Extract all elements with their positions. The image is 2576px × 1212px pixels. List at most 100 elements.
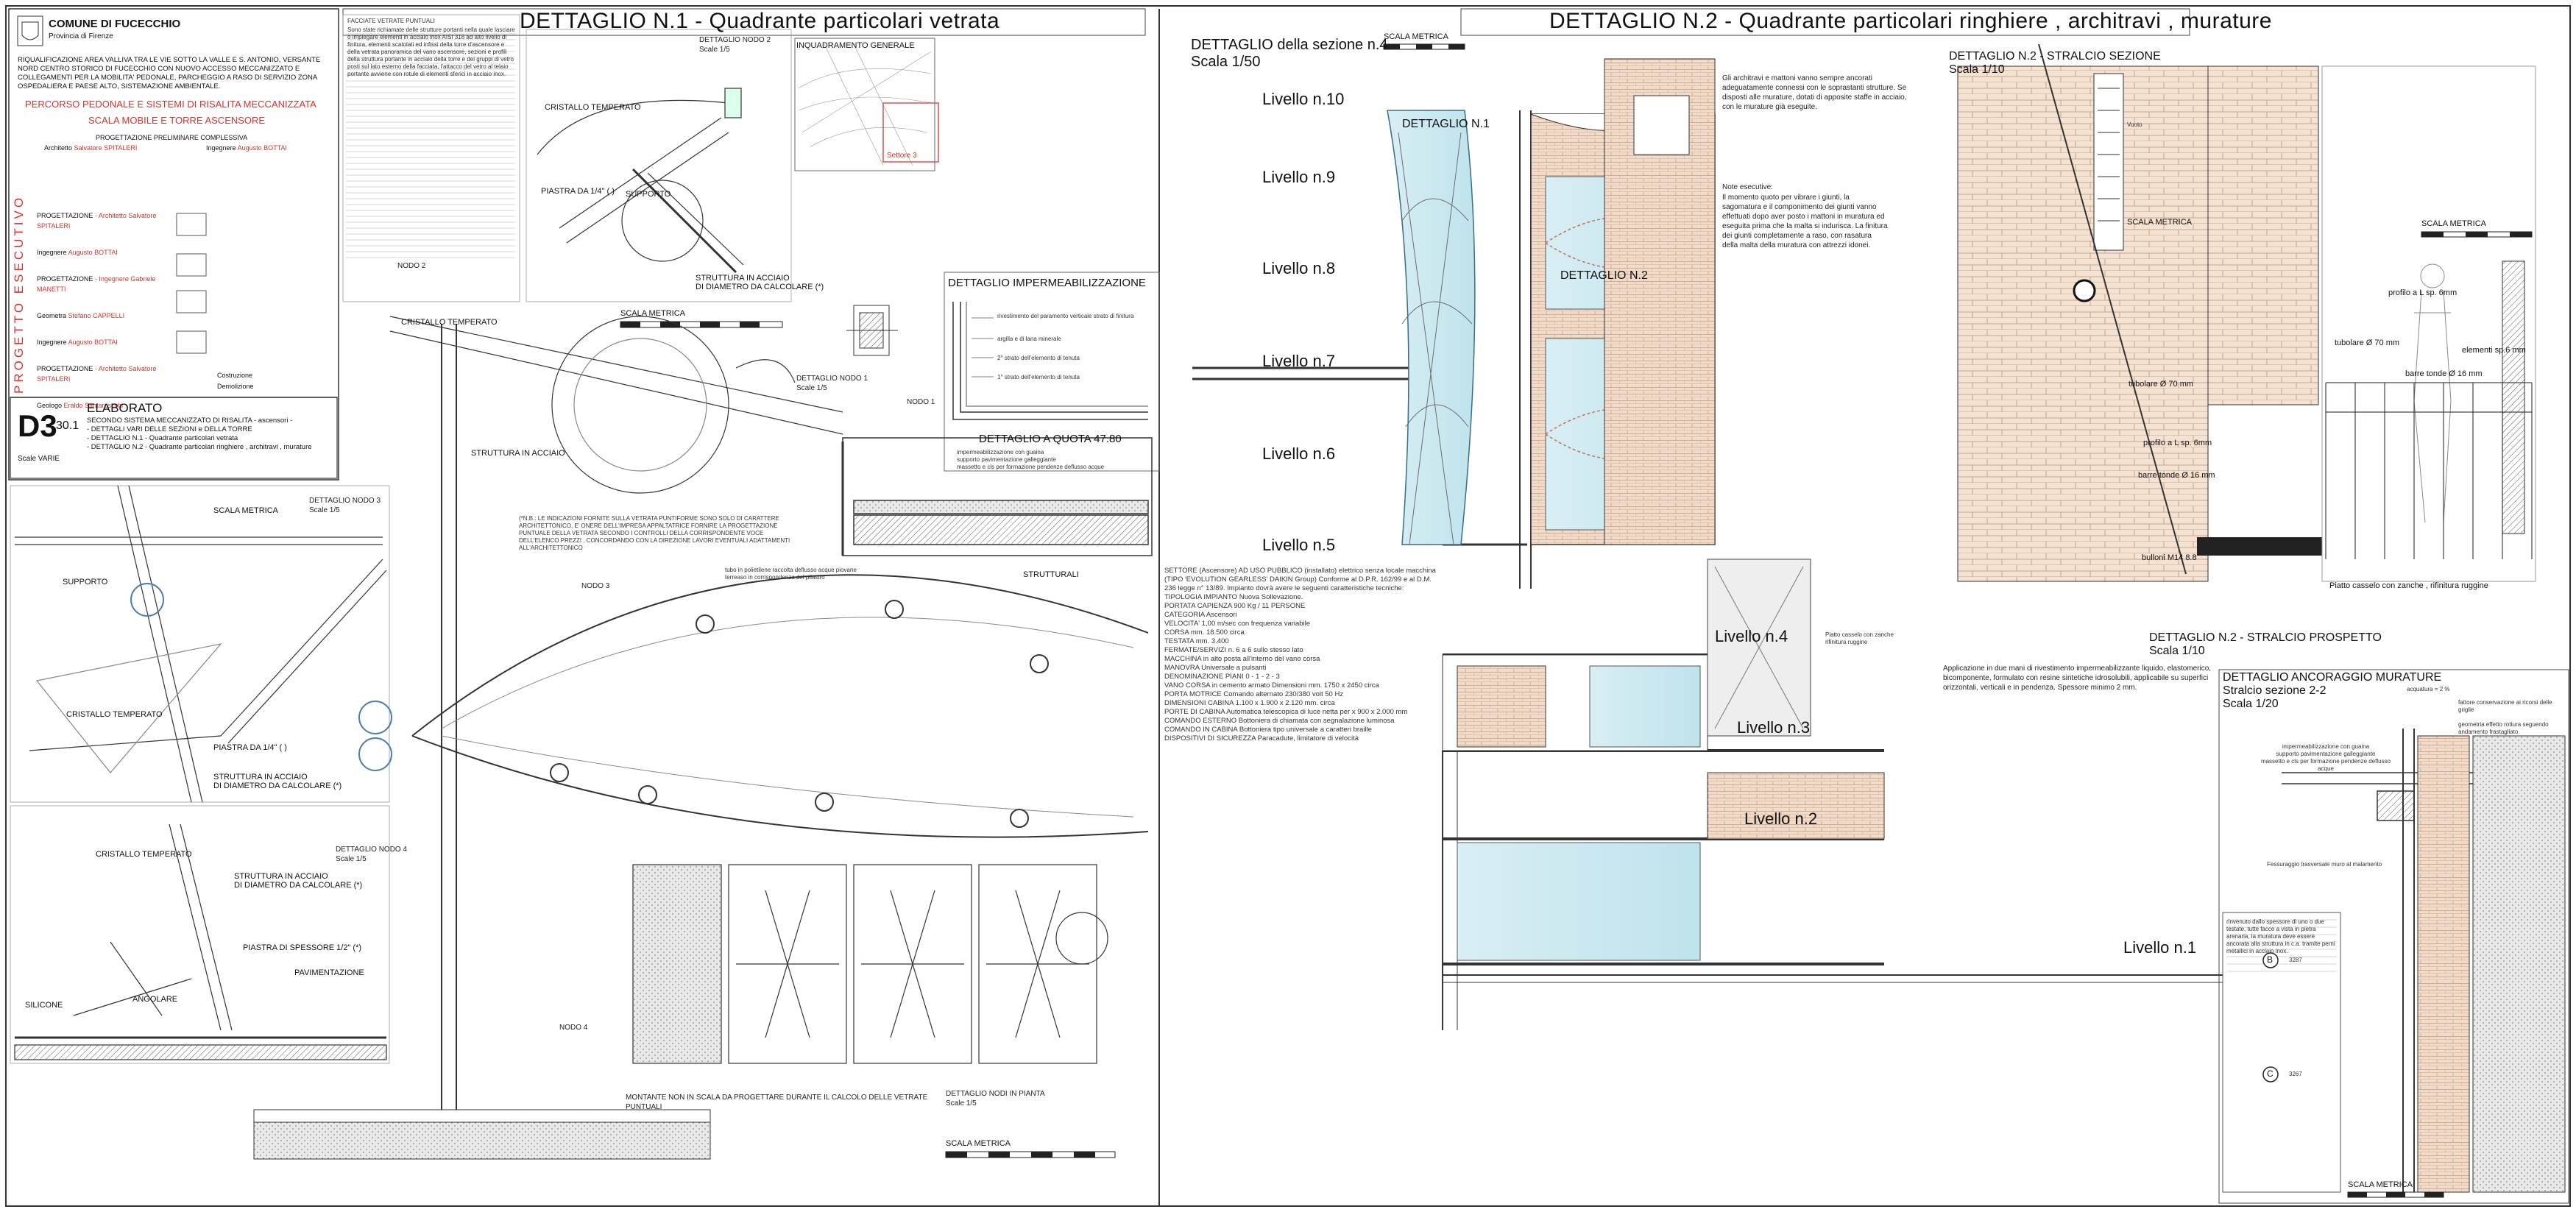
imperm-label-3: 1° strato dell'elemento di tenuta <box>997 374 1080 380</box>
label-acquatura: acquatura = 2 % <box>2407 686 2450 692</box>
label-piatto-2: Piatto casselo con zanche rifinitura rug… <box>1825 631 1894 645</box>
nodi-pianta-label: DETTAGLIO NODI IN PIANTA Scale 1/5 <box>946 1090 1045 1108</box>
role-0: PROGETTAZIONE · Architetto Salvatore SPI… <box>37 212 157 230</box>
settore-label: Settore 3 <box>887 152 917 160</box>
label-piatto: Piatto casselo con zanche , rifinitura r… <box>2329 581 2488 590</box>
nodo2-tag: NODO 2 <box>397 262 426 270</box>
label-struttura-acciaio: STRUTTURA IN ACCIAIO <box>471 449 565 458</box>
nodo3-tag: NODO 3 <box>581 582 610 590</box>
detail-nodo3-label: DETTAGLIO NODO 3 Scale 1/5 <box>309 497 381 514</box>
scala-metrica-4: SCALA METRICA <box>1384 32 1449 41</box>
level-8: Livello n.8 <box>1262 259 1336 277</box>
level-6: Livello n.6 <box>1262 444 1336 463</box>
detail-nodo2-label: DETTAGLIO NODO 2 Scale 1/5 <box>699 36 771 54</box>
label-struttura-3: STRUTTURA IN ACCIAIO DI DIAMETRO DA CALC… <box>234 872 363 890</box>
tubo-note: tubo in polietilene raccolta deflusso ac… <box>725 567 857 581</box>
label-cristallo-3: CRISTALLO TEMPERATO <box>66 710 163 719</box>
detail-nodo4-label: DETTAGLIO NODO 4 Scale 1/5 <box>336 846 408 863</box>
ancoraggio-title: DETTAGLIO ANCORAGGIO MURATURE Stralcio s… <box>2223 671 2442 710</box>
stralcio-sezione-title: DETTAGLIO N.2 - STRALCIO SEZIONE Scala 1… <box>1949 50 2161 76</box>
label-barre-2: barre tonde Ø 16 mm <box>2138 471 2215 480</box>
roles-list: PROGETTAZIONE · Architetto Salvatore SPI… <box>37 200 177 421</box>
label-cristallo-1: CRISTALLO TEMPERATO <box>545 103 641 112</box>
brick-note: Gli architravi e mattoni vanno sempre an… <box>1722 74 1907 111</box>
imperm-label-1: argilla e di lana minerale <box>997 336 1061 342</box>
side-vertical-label: PROGETTO ESECUTIVO <box>12 194 26 394</box>
label-elementi: elementi sp.6 mm <box>2462 346 2526 355</box>
label-tubolare-2: tubolare Ø 70 mm <box>2129 380 2194 389</box>
elaborato-label: ELABORATO <box>87 401 163 415</box>
project-name: PERCORSO PEDONALE E SISTEMI DI RISALITA … <box>25 99 316 110</box>
legend-costruzione: Costruzione <box>217 372 253 379</box>
scala-metrica-3: SCALA METRICA <box>946 1139 1011 1148</box>
project-subtitle: SCALA MOBILE E TORRE ASCENSORE <box>88 115 266 126</box>
montante-note: MONTANTE NON IN SCALA DA PROGETTARE DURA… <box>626 1094 928 1111</box>
scale-bar-4 <box>2421 231 2533 238</box>
note-text: Il momento quoto per vibrare i giunti, l… <box>1722 194 1888 249</box>
role-3: Geometra Stefano CAPPELLI <box>37 312 125 319</box>
level-9: Livello n.9 <box>1262 168 1336 186</box>
quota-3267: 3267 <box>2289 1071 2302 1077</box>
application-text: Applicazione in due mani di rivestimento… <box>1943 665 2212 692</box>
label-bulloni: bulloni M14 8.8 <box>2142 553 2197 562</box>
scala-metrica-2: SCALA METRICA <box>213 506 279 515</box>
ancoraggio-note: rinvenuto dallo spessore di uno o due te… <box>2226 918 2335 954</box>
label-profilo-2: profilo a L sp. 6mm <box>2143 439 2212 447</box>
detail1-text-body: Sono state richiamate delle strutture po… <box>347 26 515 77</box>
architect-name: Salvatore SPITALERI <box>74 144 138 152</box>
imperm-label-2: 2° strato dell'elemento di tenuta <box>997 355 1080 361</box>
role-4: Ingegnere Augusto BOTTAI <box>37 339 118 346</box>
architect-label: Architetto Salvatore SPITALERI <box>44 144 138 152</box>
impermeabilizzazione-title: DETTAGLIO IMPERMEABILIZZAZIONE <box>948 277 1146 289</box>
drawing-code-sub: 30.1 <box>56 419 79 432</box>
label-supporto-2: SUPPORTO <box>63 578 108 586</box>
legend-demolizione: Demolizione <box>217 383 254 390</box>
municipality: COMUNE DI FUCECCHIO <box>49 18 181 30</box>
level-2: Livello n.2 <box>1744 809 1818 828</box>
role-1: Ingegnere Augusto BOTTAI <box>37 249 118 256</box>
label-piastra-spessore: PIASTRA DI SPESSORE 1/2" (*) <box>243 943 362 952</box>
section-title: DETTAGLIO della sezione n.4 Scala 1/50 <box>1191 37 1388 70</box>
label-fattore: fattore conservazione ai ricorsi delle g… <box>2458 699 2552 713</box>
level-1: Livello n.1 <box>2123 938 2197 957</box>
scale-note: Scale VARIE <box>18 455 60 463</box>
level-4: Livello n.4 <box>1715 627 1788 645</box>
province: Provincia di Firenze <box>49 32 113 40</box>
nodo4-tag: NODO 4 <box>559 1024 588 1032</box>
project-description: RIQUALIFICAZIONE AREA VALLIVA TRA LE VIE… <box>18 56 321 91</box>
label-vuoto: Vuoto <box>2127 121 2142 128</box>
role-2: PROGETTAZIONE · Ingegnere Gabriele MANET… <box>37 275 156 293</box>
scale-bar-1 <box>620 321 783 328</box>
phase: PROGETTAZIONE PRELIMINARE COMPLESSIVA <box>96 134 248 141</box>
drawing-code: D3 <box>18 408 57 443</box>
imperm-label-0: rivestimento del paramento verticale str… <box>997 313 1134 319</box>
detail-nodo1-label: DETTAGLIO NODO 1 Scale 1/5 <box>796 375 868 392</box>
label-tubolare: tubolare Ø 70 mm <box>2335 339 2400 347</box>
label-piastra-2: PIASTRA DA 1/4" ( ) <box>213 743 287 752</box>
label-strutturali: STRUTTURALI <box>1023 570 1079 579</box>
label-silicone: SILICONE <box>25 1001 63 1010</box>
nodo1-tag: NODO 1 <box>907 398 935 406</box>
nb-note: (*N.B.: LE INDICAZIONI FORNITE SULLA VET… <box>519 515 790 551</box>
label-profilo: profilo a L sp. 6mm <box>2388 288 2458 297</box>
detail1-text-heading: FACCIATE VETRATE PUNTUALI <box>347 18 435 24</box>
elaborato-description: SECONDO SISTEMA MECCANIZZATO DI RISALITA… <box>87 417 312 451</box>
elevator-spec: SETTORE (Ascensore) AD USO PUBBLICO (ins… <box>1164 567 1436 743</box>
label-pavimentazione: PAVIMENTAZIONE <box>294 968 364 977</box>
scala-metrica-7: SCALA METRICA <box>2348 1180 2413 1189</box>
level-7: Livello n.7 <box>1262 352 1336 370</box>
marker-c: C <box>2267 1069 2274 1079</box>
scale-bar-5 <box>2347 1191 2444 1198</box>
tag-dettaglio-1: DETTAGLIO N.1 <box>1402 118 1490 130</box>
tag-dettaglio-2: DETTAGLIO N.2 <box>1560 269 1648 282</box>
label-struttura-2: STRUTTURA IN ACCIAIO DI DIAMETRO DA CALC… <box>213 773 342 790</box>
label-piastra-1: PIASTRA DA 1/4" ( ) <box>541 187 615 196</box>
quota-3287: 3287 <box>2289 957 2302 963</box>
level-3: Livello n.3 <box>1737 718 1811 737</box>
scale-bar-2 <box>945 1151 1116 1158</box>
scala-metrica-5: SCALA METRICA <box>2127 218 2193 227</box>
marker-b: B <box>2267 954 2274 965</box>
role-5: PROGETTAZIONE · Architetto Salvatore SPI… <box>37 365 157 383</box>
label-geometria: geometria effetto rottura seguendo andam… <box>2458 721 2549 735</box>
